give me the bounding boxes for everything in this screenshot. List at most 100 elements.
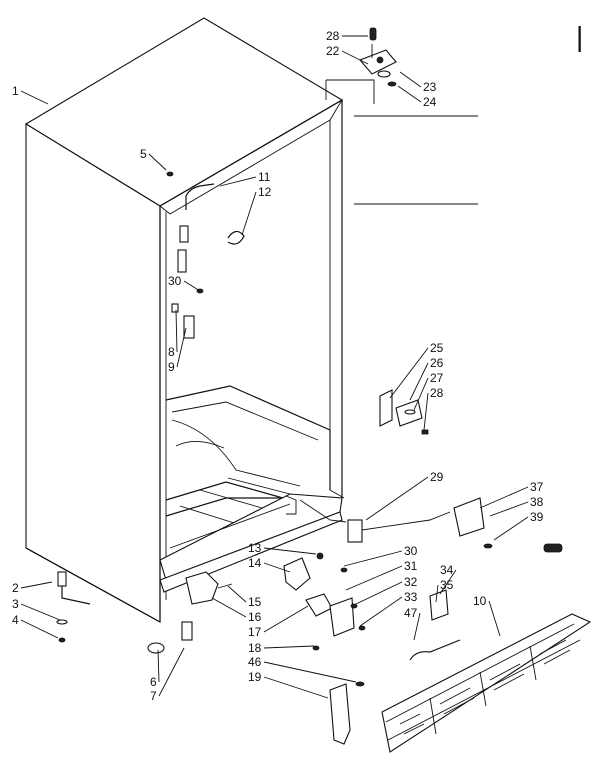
callout-14: 14: [248, 556, 291, 573]
callout-19: 19: [248, 670, 329, 699]
callout-label: 16: [248, 610, 262, 624]
callout-label: 25: [430, 341, 444, 355]
callout-label: 33: [404, 590, 418, 604]
callout-label: 18: [248, 641, 262, 655]
callout-label: 9: [168, 360, 175, 374]
callout-47: 47: [404, 606, 421, 641]
leader-line: [389, 347, 429, 399]
callouts: 1234567891011121314151617181922232425262…: [12, 29, 544, 703]
callout-label: 4: [12, 613, 19, 627]
callout-label: 39: [530, 510, 544, 524]
leader-line: [158, 647, 185, 697]
callout-label: 27: [430, 371, 444, 385]
leader-line: [227, 585, 247, 603]
leader-line: [263, 605, 309, 633]
callout-12: 12: [241, 185, 272, 236]
callout-10: 10: [473, 594, 501, 637]
callout-28b: 28: [423, 386, 444, 431]
callout-1: 1: [12, 84, 49, 105]
leader-line: [343, 550, 403, 567]
leader-line: [211, 597, 247, 618]
callout-label: 35: [440, 578, 454, 592]
parts: [56, 27, 563, 745]
callout-17: 17: [248, 605, 309, 639]
leader-line: [359, 596, 403, 627]
leader-line: [423, 392, 429, 431]
callout-26: 26: [409, 356, 444, 401]
callout-label: 32: [404, 575, 418, 589]
callout-6: 6: [150, 649, 160, 689]
part-34: [429, 589, 449, 621]
callout-5: 5: [140, 147, 167, 171]
pad: [543, 543, 563, 553]
part-8: [171, 303, 179, 313]
leader-line: [409, 362, 429, 401]
clip-12: [227, 230, 245, 245]
callout-label: 46: [248, 655, 262, 669]
callout-label: 38: [530, 495, 544, 509]
bracket-37: [453, 497, 485, 537]
wire-47: [409, 639, 461, 661]
callout-39: 39: [493, 510, 544, 541]
leader-line: [489, 501, 529, 517]
callout-label: 37: [530, 480, 544, 494]
callout-31: 31: [345, 559, 418, 591]
callout-11: 11: [219, 170, 271, 187]
leader-line: [488, 600, 501, 637]
callout-37: 37: [479, 480, 544, 509]
callout-label: 5: [140, 147, 147, 161]
leader-line: [439, 569, 457, 595]
callout-label: 23: [423, 80, 437, 94]
part-15: [185, 571, 219, 605]
callout-label: 2: [12, 581, 19, 595]
leader-line: [183, 280, 201, 292]
leader-line: [20, 581, 53, 589]
plate-33: [329, 597, 355, 637]
callout-30b: 30: [343, 544, 418, 567]
leader-line: [341, 50, 369, 65]
leader-line: [435, 584, 439, 603]
leader-line: [148, 153, 167, 171]
leader-line: [157, 649, 160, 683]
callout-7: 7: [150, 647, 185, 703]
callout-27: 27: [413, 371, 444, 411]
callout-label: 31: [404, 559, 418, 573]
leader-line: [413, 612, 421, 641]
callout-25: 25: [389, 341, 444, 399]
switch-part: [179, 225, 189, 243]
callout-15: 15: [227, 585, 262, 609]
middle-hinge: [379, 389, 429, 435]
leader-line: [20, 603, 61, 621]
callout-label: 22: [326, 44, 340, 58]
leader-line: [355, 581, 403, 605]
callout-label: 13: [248, 541, 262, 555]
leader-line: [263, 562, 291, 573]
callout-33: 33: [359, 590, 418, 627]
leader-line: [219, 176, 257, 187]
callout-label: 8: [168, 345, 175, 359]
callout-30: 30: [168, 274, 201, 292]
part-9: [183, 315, 195, 339]
leader-line: [263, 661, 357, 683]
part-7: [181, 621, 193, 641]
cabinet: [24, 17, 345, 623]
callout-38: 38: [489, 495, 544, 517]
callout-label: 17: [248, 625, 262, 639]
callout-label: 26: [430, 356, 444, 370]
callout-28: 28: [326, 29, 368, 43]
callout-label: 3: [12, 597, 19, 611]
leader-line: [397, 85, 422, 103]
callout-label: 24: [423, 95, 437, 109]
margin-mark: |: [576, 21, 583, 52]
leader-line: [20, 619, 59, 639]
callout-18: 18: [248, 641, 315, 655]
leveler-2: [57, 571, 67, 587]
callout-4: 4: [12, 613, 59, 639]
leader-line: [263, 676, 329, 699]
callout-label: 7: [150, 689, 157, 703]
callout-46: 46: [248, 655, 357, 683]
top-hinge: [359, 27, 397, 87]
callout-8: 8: [168, 309, 178, 359]
callout-label: 28: [430, 386, 444, 400]
leader-line: [365, 476, 429, 521]
